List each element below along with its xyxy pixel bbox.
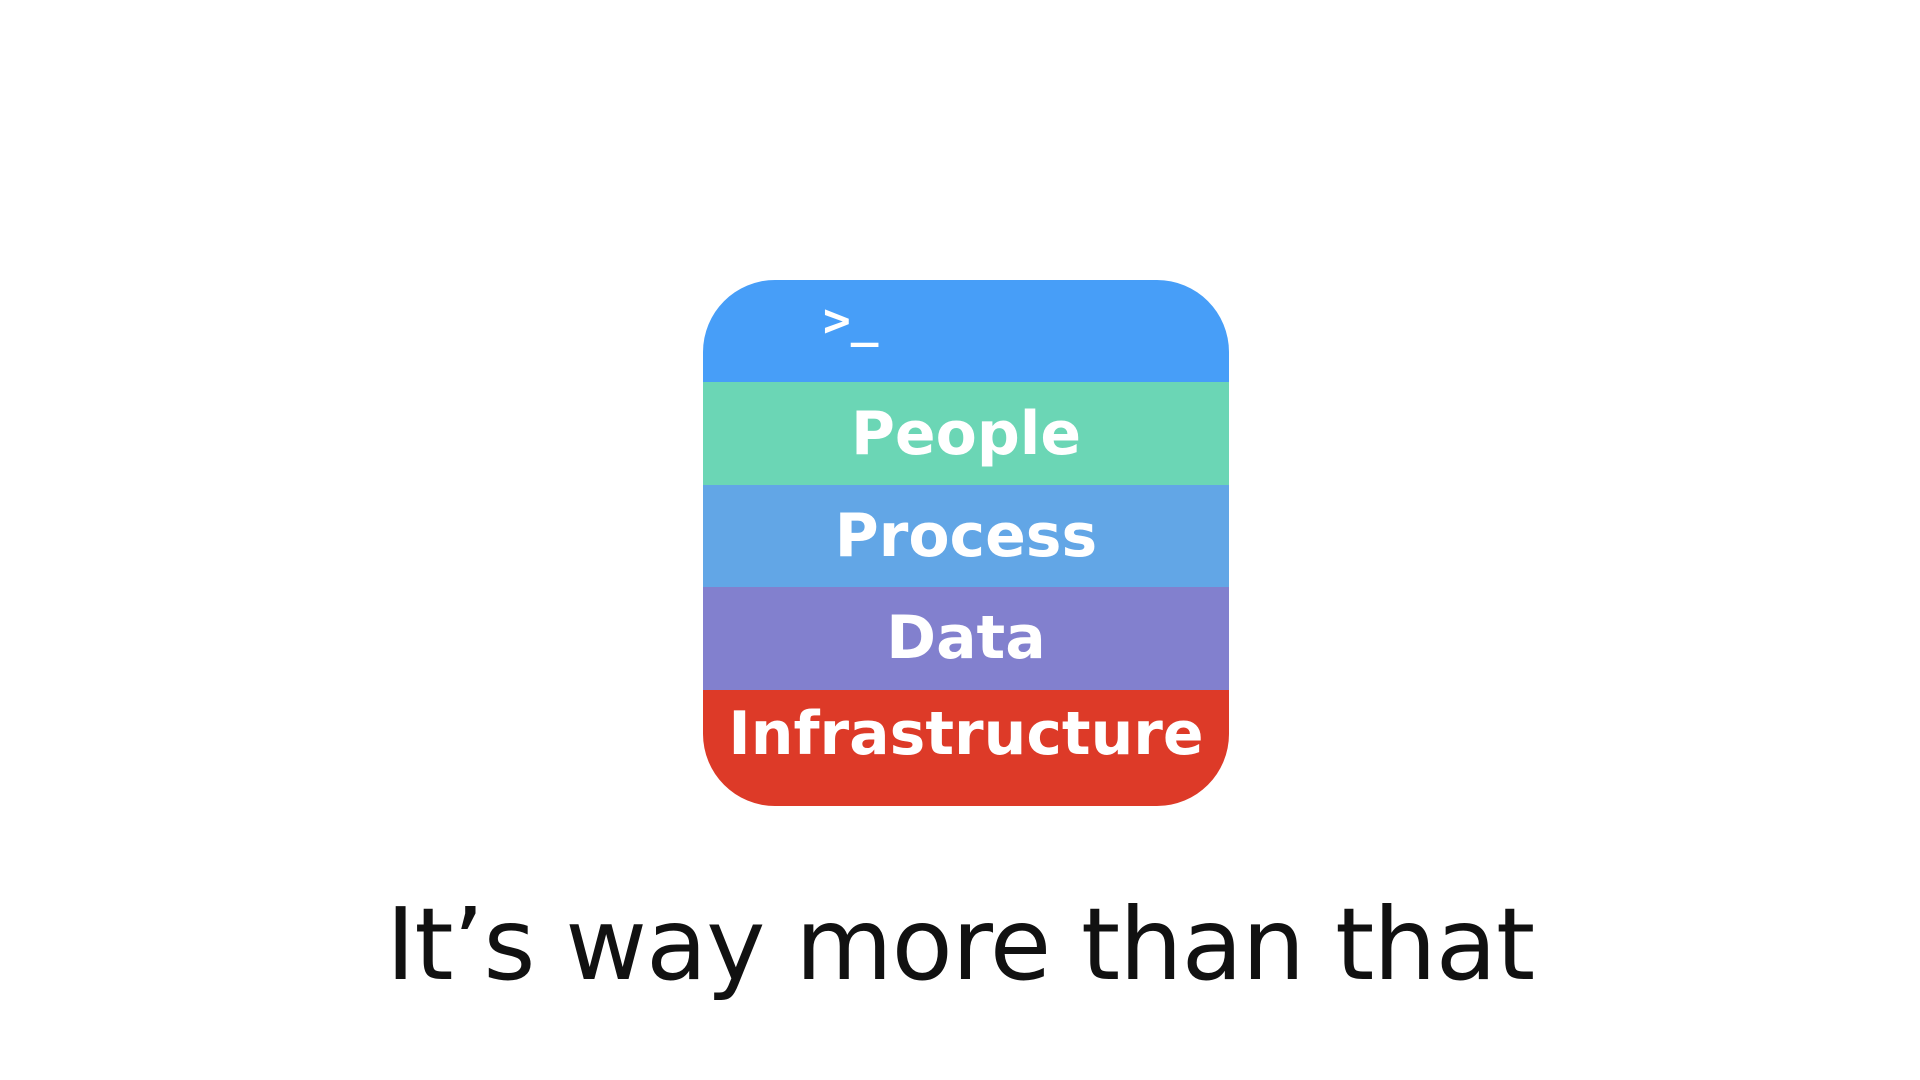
layer-process: Process	[703, 484, 1229, 588]
layer-people: People	[703, 382, 1229, 485]
terminal-prompt-icon: >_	[823, 293, 879, 348]
layer-infrastructure-label: Infrastructure	[728, 698, 1204, 769]
slide-caption: It’s way more than that	[385, 886, 1535, 1003]
layer-prompt: >_	[703, 280, 1229, 383]
layer-process-label: Process	[834, 501, 1098, 572]
layer-people-label: People	[850, 398, 1082, 469]
layer-infrastructure: Infrastructure	[703, 689, 1229, 806]
layer-stack-diagram: >_ People Process Data Infrastructure	[703, 280, 1229, 806]
layer-data-label: Data	[886, 603, 1046, 674]
layer-data: Data	[703, 587, 1229, 690]
